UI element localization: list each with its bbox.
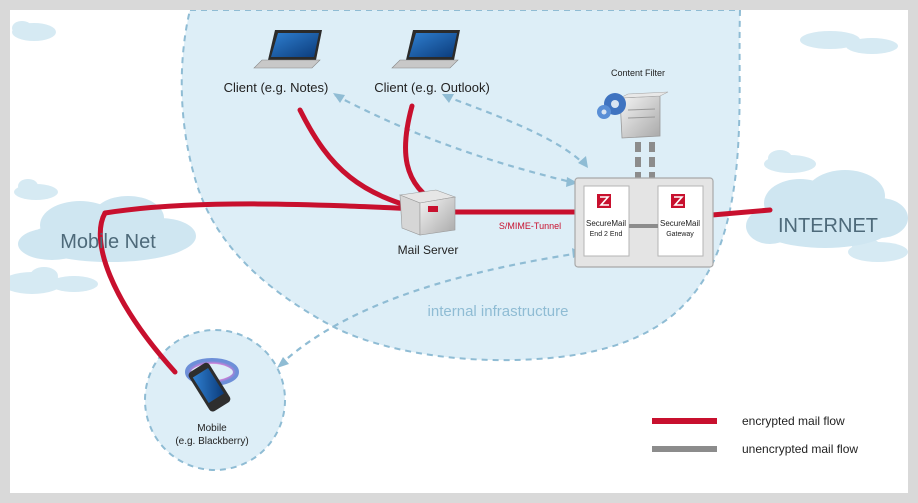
enc-gateway-internet [709, 207, 773, 218]
legend-unencrypted-swatch [652, 446, 717, 452]
label-mobile-net: Mobile Net [60, 231, 156, 253]
label-mail-server: Mail Server [398, 243, 459, 257]
label-internal-infrastructure: internal infrastructure [428, 303, 569, 320]
securemail-logo-icon [597, 194, 611, 208]
enc-server-mobilenet [102, 201, 443, 216]
label-tunnel: S/MIME-Tunnel [499, 221, 561, 231]
internal-zone [180, 10, 742, 362]
link-notes-gateway [334, 94, 576, 185]
label-client-notes: Client (e.g. Notes) [224, 80, 329, 95]
mobile-net-cloud [18, 196, 196, 262]
laptop-notes-icon [253, 30, 322, 69]
label-securemail-gw-1: SecureMail [660, 219, 700, 228]
diagram-canvas: Client (e.g. Notes) Client (e.g. Outlook… [10, 10, 908, 493]
enc-mobilenet-mobile [97, 210, 178, 375]
arrow-notes [333, 93, 345, 103]
label-mobile-1: Mobile [197, 423, 227, 434]
legend-encrypted-swatch [652, 418, 717, 424]
network-diagram: Client (e.g. Notes) Client (e.g. Outlook… [10, 10, 908, 471]
legend-unencrypted-label: unencrypted mail flow [742, 442, 858, 456]
internet-cloud [746, 170, 908, 248]
mail-server-icon [398, 189, 457, 236]
mobile-device-icon [185, 358, 239, 412]
cloud-bottom-left [10, 267, 98, 294]
cloud-right-mid [764, 150, 816, 173]
arrow-outlook-end [578, 156, 588, 168]
sky-clouds [10, 21, 908, 294]
label-securemail-gw-2: Gateway [666, 231, 694, 238]
cloud-top-left [12, 21, 56, 41]
legend-encrypted-label: encrypted mail flow [742, 414, 845, 428]
arrow-outlook [442, 94, 454, 103]
label-securemail-e2e-1: SecureMail [586, 219, 626, 228]
label-internet: INTERNET [778, 215, 878, 237]
link-gateway-mobile [279, 251, 581, 366]
label-content-filter: Content Filter [611, 68, 665, 78]
label-securemail-e2e-2: End 2 End [590, 231, 623, 238]
cloud-left [14, 179, 58, 200]
laptop-outlook-icon [391, 30, 460, 69]
label-client-outlook: Client (e.g. Outlook) [374, 80, 490, 95]
securemail-appliance [574, 177, 714, 268]
cloud-right-top [800, 31, 898, 54]
gateway-logo-icon [671, 194, 685, 208]
arrow-mobile-end [277, 357, 289, 368]
content-filter-icon [597, 91, 669, 139]
label-mobile-2: (e.g. Blackberry) [175, 436, 248, 447]
arrow-notes-end [566, 177, 578, 187]
link-outlook-gateway [444, 94, 586, 166]
